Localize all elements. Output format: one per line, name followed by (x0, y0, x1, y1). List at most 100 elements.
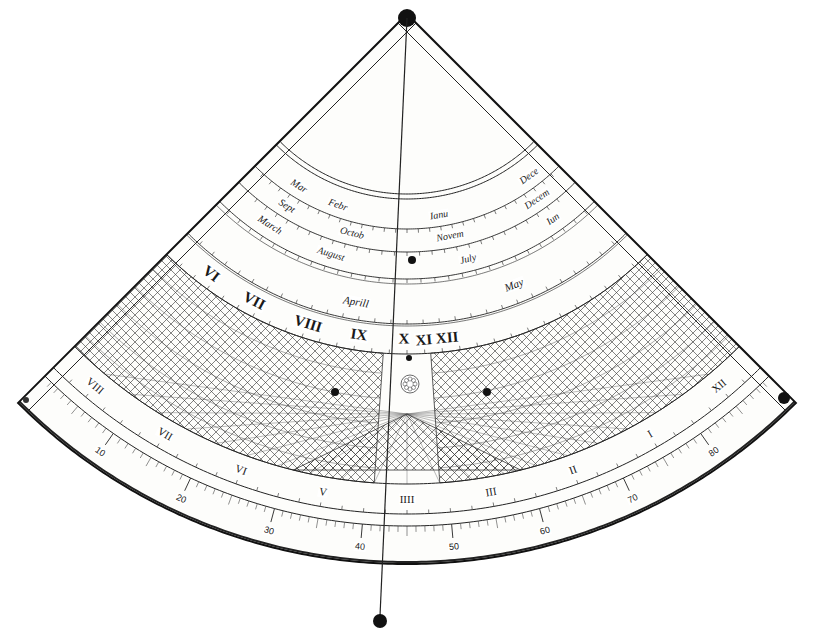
tick (253, 313, 255, 317)
tick (531, 294, 533, 298)
tick (557, 504, 559, 510)
tick (379, 525, 380, 531)
tick (54, 388, 58, 392)
tick (742, 380, 745, 383)
scale-label: Sept (276, 196, 298, 215)
tick (548, 506, 550, 512)
scale-label: Decem (522, 186, 552, 211)
hatch-arc (85, 336, 375, 468)
tick (397, 526, 398, 532)
tick (515, 256, 517, 260)
tick (138, 432, 140, 435)
tick (517, 300, 518, 304)
plumb-line (380, 18, 407, 616)
tick (164, 466, 167, 471)
scale-arc (188, 233, 626, 324)
scale-label: Febr (326, 197, 350, 214)
tick (587, 262, 589, 265)
tick (531, 511, 532, 517)
tick (494, 339, 495, 343)
tick (369, 249, 371, 253)
scale-arc (75, 346, 740, 484)
tick (481, 240, 482, 244)
tick (238, 498, 240, 504)
tick (540, 243, 542, 246)
tick (337, 270, 338, 274)
tick (515, 200, 517, 203)
scale-arc (186, 235, 627, 326)
tick (95, 423, 99, 428)
tick (514, 498, 516, 502)
tick (671, 453, 674, 458)
tick (440, 226, 442, 230)
tick (424, 526, 425, 532)
tick (285, 328, 286, 332)
tick (392, 279, 393, 283)
tick (352, 523, 354, 529)
scale-label: Dece (517, 165, 541, 187)
quadrant-face (18, 14, 796, 564)
tick (288, 194, 290, 197)
tick (484, 215, 485, 219)
tick (105, 433, 113, 444)
tick (388, 526, 389, 532)
tick (565, 501, 567, 507)
scale-label: I (644, 428, 654, 440)
tick (574, 498, 576, 504)
tick (556, 487, 557, 491)
tick (342, 313, 344, 317)
tick (332, 240, 333, 244)
tick (407, 526, 408, 536)
tick (686, 443, 689, 448)
tick (255, 199, 258, 202)
tick (450, 508, 451, 512)
tick (281, 294, 283, 298)
tick (384, 228, 385, 232)
tick (557, 199, 560, 202)
scale-arc (239, 182, 576, 252)
tick (172, 470, 175, 475)
tick (736, 406, 742, 414)
tick (363, 508, 364, 512)
hatch-arc (436, 304, 697, 423)
tick (729, 412, 733, 417)
tick (238, 220, 241, 223)
scale-label: Ianu (428, 208, 450, 221)
tick (374, 318, 375, 322)
tick (505, 206, 507, 210)
hatch-arc (439, 336, 729, 468)
tick (691, 420, 693, 423)
tick (542, 181, 545, 184)
tick (47, 382, 51, 386)
tick (533, 188, 535, 191)
scale-arc (216, 205, 598, 284)
tick (631, 474, 634, 479)
tick (494, 210, 496, 214)
tick (264, 506, 266, 512)
tick (358, 316, 360, 320)
tick (618, 275, 621, 278)
tick (67, 400, 71, 405)
tick (590, 492, 592, 498)
tick (308, 517, 309, 523)
tick (185, 478, 191, 491)
pin (23, 397, 29, 403)
scale-arc (220, 201, 595, 279)
edge-strip (27, 23, 416, 412)
edge-strip (398, 23, 787, 412)
tick (266, 287, 268, 291)
tick (103, 408, 105, 411)
tick (297, 226, 299, 230)
scale-arc (255, 166, 559, 229)
tick (462, 273, 464, 277)
tick (311, 261, 312, 265)
hatch-arc (432, 269, 661, 374)
tick (535, 493, 536, 497)
tick (452, 524, 453, 538)
tick (353, 346, 355, 350)
tick (378, 278, 379, 282)
tick (256, 504, 258, 510)
tick (560, 313, 562, 317)
scale-arc (53, 368, 760, 514)
tick (237, 305, 239, 308)
